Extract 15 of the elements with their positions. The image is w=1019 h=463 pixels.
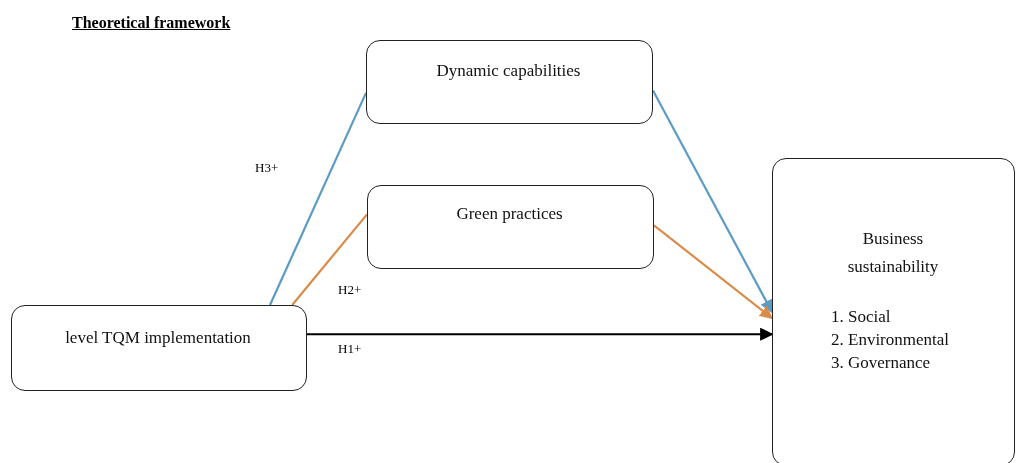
node-title: level TQM implementation	[64, 328, 252, 348]
rounded-box	[367, 185, 654, 269]
list-item: 3. Governance	[831, 353, 931, 373]
diagram-title: Theoretical framework	[72, 14, 231, 32]
node-title: Business sustainability	[846, 228, 940, 278]
node-title: Green practices	[455, 204, 564, 224]
node-title: Dynamic capabilities	[435, 61, 582, 81]
rounded-box	[772, 158, 1015, 463]
list-item: 2. Environmental	[831, 330, 950, 350]
rounded-box	[366, 40, 653, 124]
arrow	[307, 327, 774, 341]
list-item: 1. Social	[831, 307, 891, 327]
arrow	[652, 89, 773, 314]
arrow	[653, 224, 774, 320]
rounded-box	[11, 305, 307, 391]
